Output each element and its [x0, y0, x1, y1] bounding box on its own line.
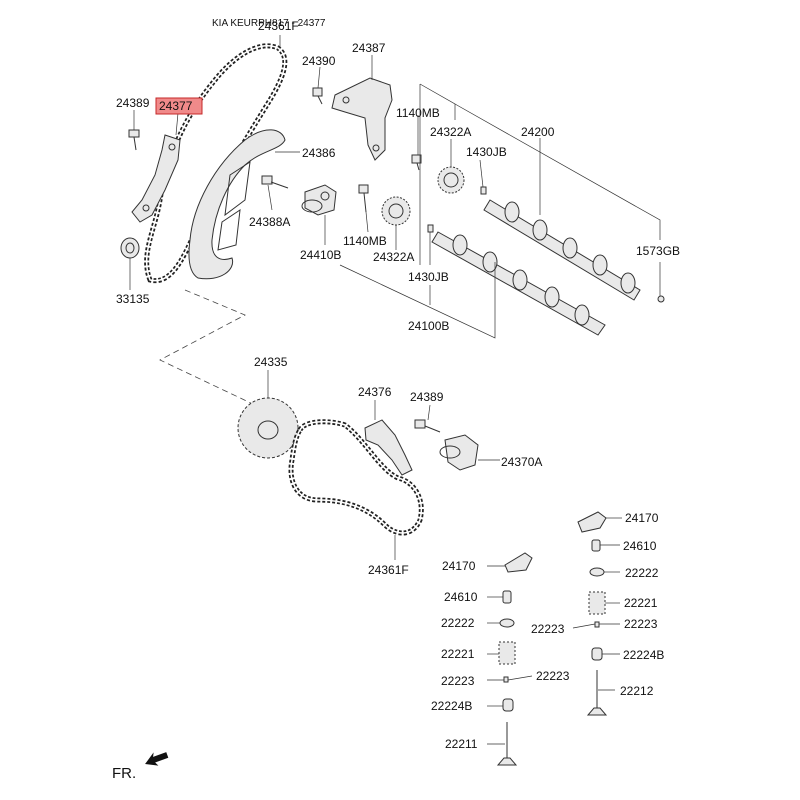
rocker-arm-24170-left [504, 552, 533, 573]
chain-guide-24377[interactable] [131, 134, 181, 223]
label-33135: 33135 [116, 292, 150, 306]
connector-line [159, 289, 256, 406]
dowel-1430JB-top [480, 186, 487, 195]
label-22224B-left: 22224B [431, 699, 472, 713]
sprocket-24322A-top [437, 166, 465, 194]
label-1573GB: 1573GB [636, 244, 680, 258]
label-24389-top: 24389 [116, 96, 150, 110]
seal-22224B-right [591, 647, 603, 661]
label-1140MB-top: 1140MB [396, 106, 440, 120]
spring-22221-right [588, 591, 606, 615]
tensioner-arm-24386 [188, 129, 286, 280]
bolt-24390 [312, 87, 323, 105]
bolt-1140MB-mid [358, 184, 369, 213]
label-24170-right: 24170 [625, 511, 659, 525]
label-1430JB-mid: 1430JB [408, 270, 449, 284]
label-24390: 24390 [302, 54, 336, 68]
label-22211: 22211 [445, 737, 478, 751]
lash-adjuster-24610-right [591, 539, 601, 552]
label-22223-right: 22223 [624, 617, 658, 631]
label-24100B: 24100B [408, 319, 449, 333]
label-24387: 24387 [352, 41, 386, 55]
plug-1573GB [657, 295, 665, 303]
lower-timing-chain [288, 419, 424, 536]
bolt-24389-top [128, 129, 140, 151]
label-22222-left: 22222 [441, 616, 475, 630]
lash-adjuster-24610-left [502, 590, 512, 604]
label-22222-right: 22222 [625, 566, 659, 580]
label-24370A: 24370A [501, 455, 542, 469]
bolt-24389-mid [414, 419, 441, 433]
label-22223-left: 22223 [441, 674, 475, 688]
sprocket-24322A-mid [381, 196, 411, 226]
label-24377[interactable]: 24377 [159, 99, 193, 113]
spring-22221-left [498, 641, 516, 665]
dowel-1430JB-mid [427, 224, 434, 233]
bolt-24388A [261, 175, 289, 189]
label-24170-left: 24170 [442, 559, 476, 573]
label-24388A: 24388A [249, 215, 290, 229]
label-22212: 22212 [620, 684, 654, 698]
valve-22212 [586, 670, 608, 716]
chain-guide-24376 [364, 419, 413, 476]
diagram-title: KIA KEURPH817 - 24377 [212, 18, 326, 29]
label-24389-mid: 24389 [410, 390, 444, 404]
bolt-1140MB-top [411, 154, 422, 171]
label-24322A-top: 24322A [430, 125, 471, 139]
retainer-22222-left [499, 618, 515, 628]
label-24335: 24335 [254, 355, 288, 369]
washer-33135 [120, 237, 140, 259]
label-1430JB-top: 1430JB [466, 145, 507, 159]
bracket-24387 [331, 77, 393, 161]
label-24200: 24200 [521, 125, 555, 139]
label-24361F-top: 24361F [258, 19, 299, 33]
part-labels: 24361F 24387 24390 24389 24377 1140MB 24… [116, 19, 680, 751]
front-label: FR. [112, 765, 136, 782]
valve-22211 [496, 722, 518, 766]
label-22221-right: 22221 [624, 596, 658, 610]
keeper-22223-left [503, 676, 509, 683]
front-direction-indicator: FR. [112, 752, 169, 782]
keeper-22223-right [594, 621, 600, 628]
label-24322A-mid: 24322A [373, 250, 414, 264]
rocker-arm-24170-right [577, 511, 607, 533]
label-24361F-bot: 24361F [368, 563, 409, 577]
label-22224B-right: 22224B [623, 648, 664, 662]
label-24386: 24386 [302, 146, 336, 160]
tensioner-24370A [439, 434, 479, 471]
label-22223-center-2: 22223 [536, 669, 570, 683]
seal-22224B-left [502, 698, 514, 712]
label-1140MB-mid: 1140MB [343, 234, 387, 248]
camshaft-24200 [483, 199, 641, 301]
label-24376: 24376 [358, 385, 392, 399]
leader-lines [129, 35, 661, 745]
crank-sprocket-24335 [237, 397, 299, 459]
retainer-22222-right [589, 567, 605, 577]
highlight-box-24377 [155, 97, 203, 115]
label-22223-center-1: 22223 [531, 622, 565, 636]
tensioner-24410B [301, 184, 337, 216]
label-24610-right: 24610 [623, 539, 657, 553]
camshaft-24100B [431, 231, 606, 336]
label-24610-left: 24610 [444, 590, 478, 604]
label-24410B: 24410B [300, 248, 341, 262]
front-arrow-icon [145, 752, 169, 766]
label-22221-left: 22221 [441, 647, 475, 661]
